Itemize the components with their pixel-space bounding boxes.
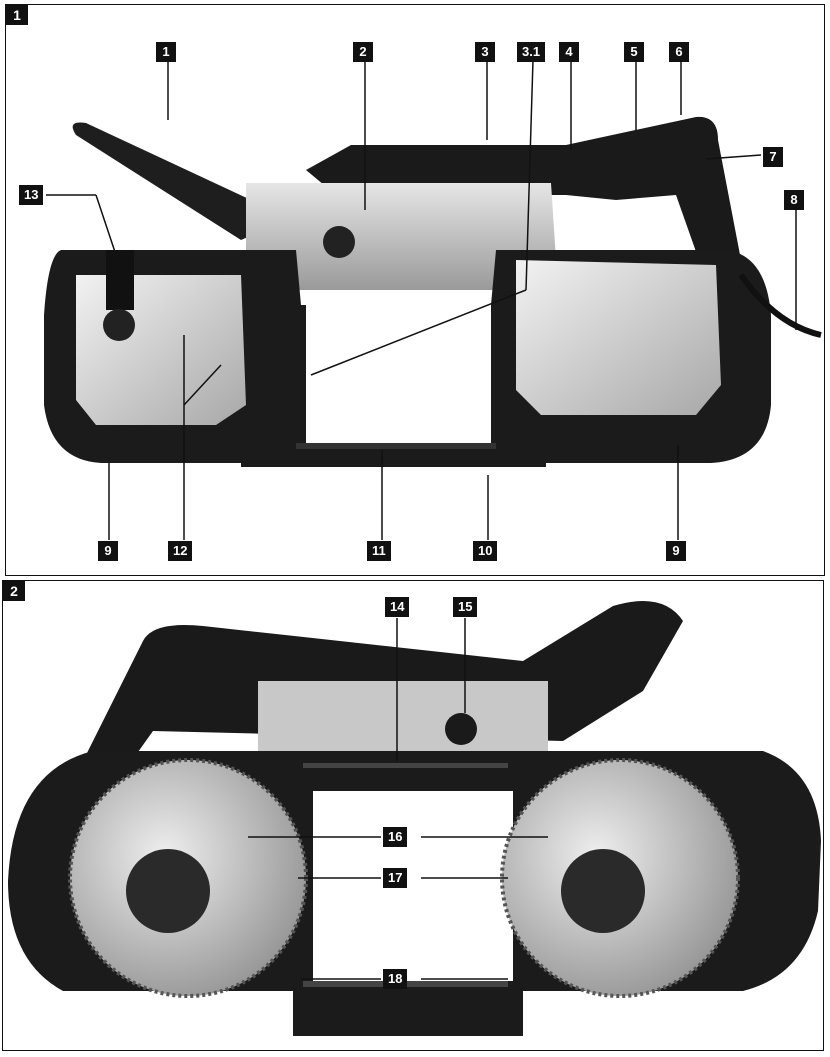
motor-knob-shape (323, 226, 355, 258)
right-wheel-cover-shape (516, 260, 721, 415)
figure-number: 1 (6, 5, 28, 25)
callout-9-left: 9 (98, 541, 118, 561)
callout-14: 14 (385, 597, 410, 617)
cutting-opening-shape (313, 791, 513, 981)
power-cable-shape (738, 273, 822, 338)
callout-7: 7 (763, 147, 783, 167)
leader-lines (46, 59, 797, 540)
callout-3-1: 3.1 (517, 42, 546, 62)
callout-12: 12 (168, 541, 193, 561)
callout-11: 11 (367, 541, 391, 561)
leader-lines (248, 618, 548, 980)
callout-17: 17 (383, 868, 408, 888)
callout-5: 5 (624, 42, 644, 62)
callout-6: 6 (669, 42, 689, 62)
saw-blade-shape (296, 443, 496, 449)
figure-1-panel: 1 (5, 4, 825, 576)
motor-housing-shape (258, 681, 548, 756)
left-wheel-cover-shape (76, 275, 246, 425)
callout-4: 4 (559, 42, 579, 62)
rear-handle-shape (306, 116, 743, 280)
callout-2: 2 (353, 42, 373, 62)
motor-housing-shape (246, 183, 558, 290)
speed-dial-shape (445, 713, 477, 745)
figure-number: 2 (3, 581, 25, 601)
front-handle-shape (72, 122, 265, 240)
callout-16: 16 (383, 827, 408, 847)
callout-3: 3 (475, 42, 495, 62)
callout-13: 13 (19, 185, 44, 205)
callout-9-right: 9 (666, 541, 686, 561)
callout-15: 15 (453, 597, 478, 617)
figure-2-panel: 2 (2, 580, 824, 1051)
callout-1: 1 (156, 42, 176, 62)
cutting-opening-shape (306, 295, 491, 445)
band-saw-side-view-illustration (44, 59, 822, 540)
callout-8: 8 (784, 190, 804, 210)
callout-10: 10 (473, 541, 498, 561)
callout-18: 18 (383, 969, 408, 989)
tension-knob-shape (106, 250, 134, 310)
right-tire-shape (500, 758, 740, 998)
band-saw-open-view-illustration (8, 601, 821, 1036)
